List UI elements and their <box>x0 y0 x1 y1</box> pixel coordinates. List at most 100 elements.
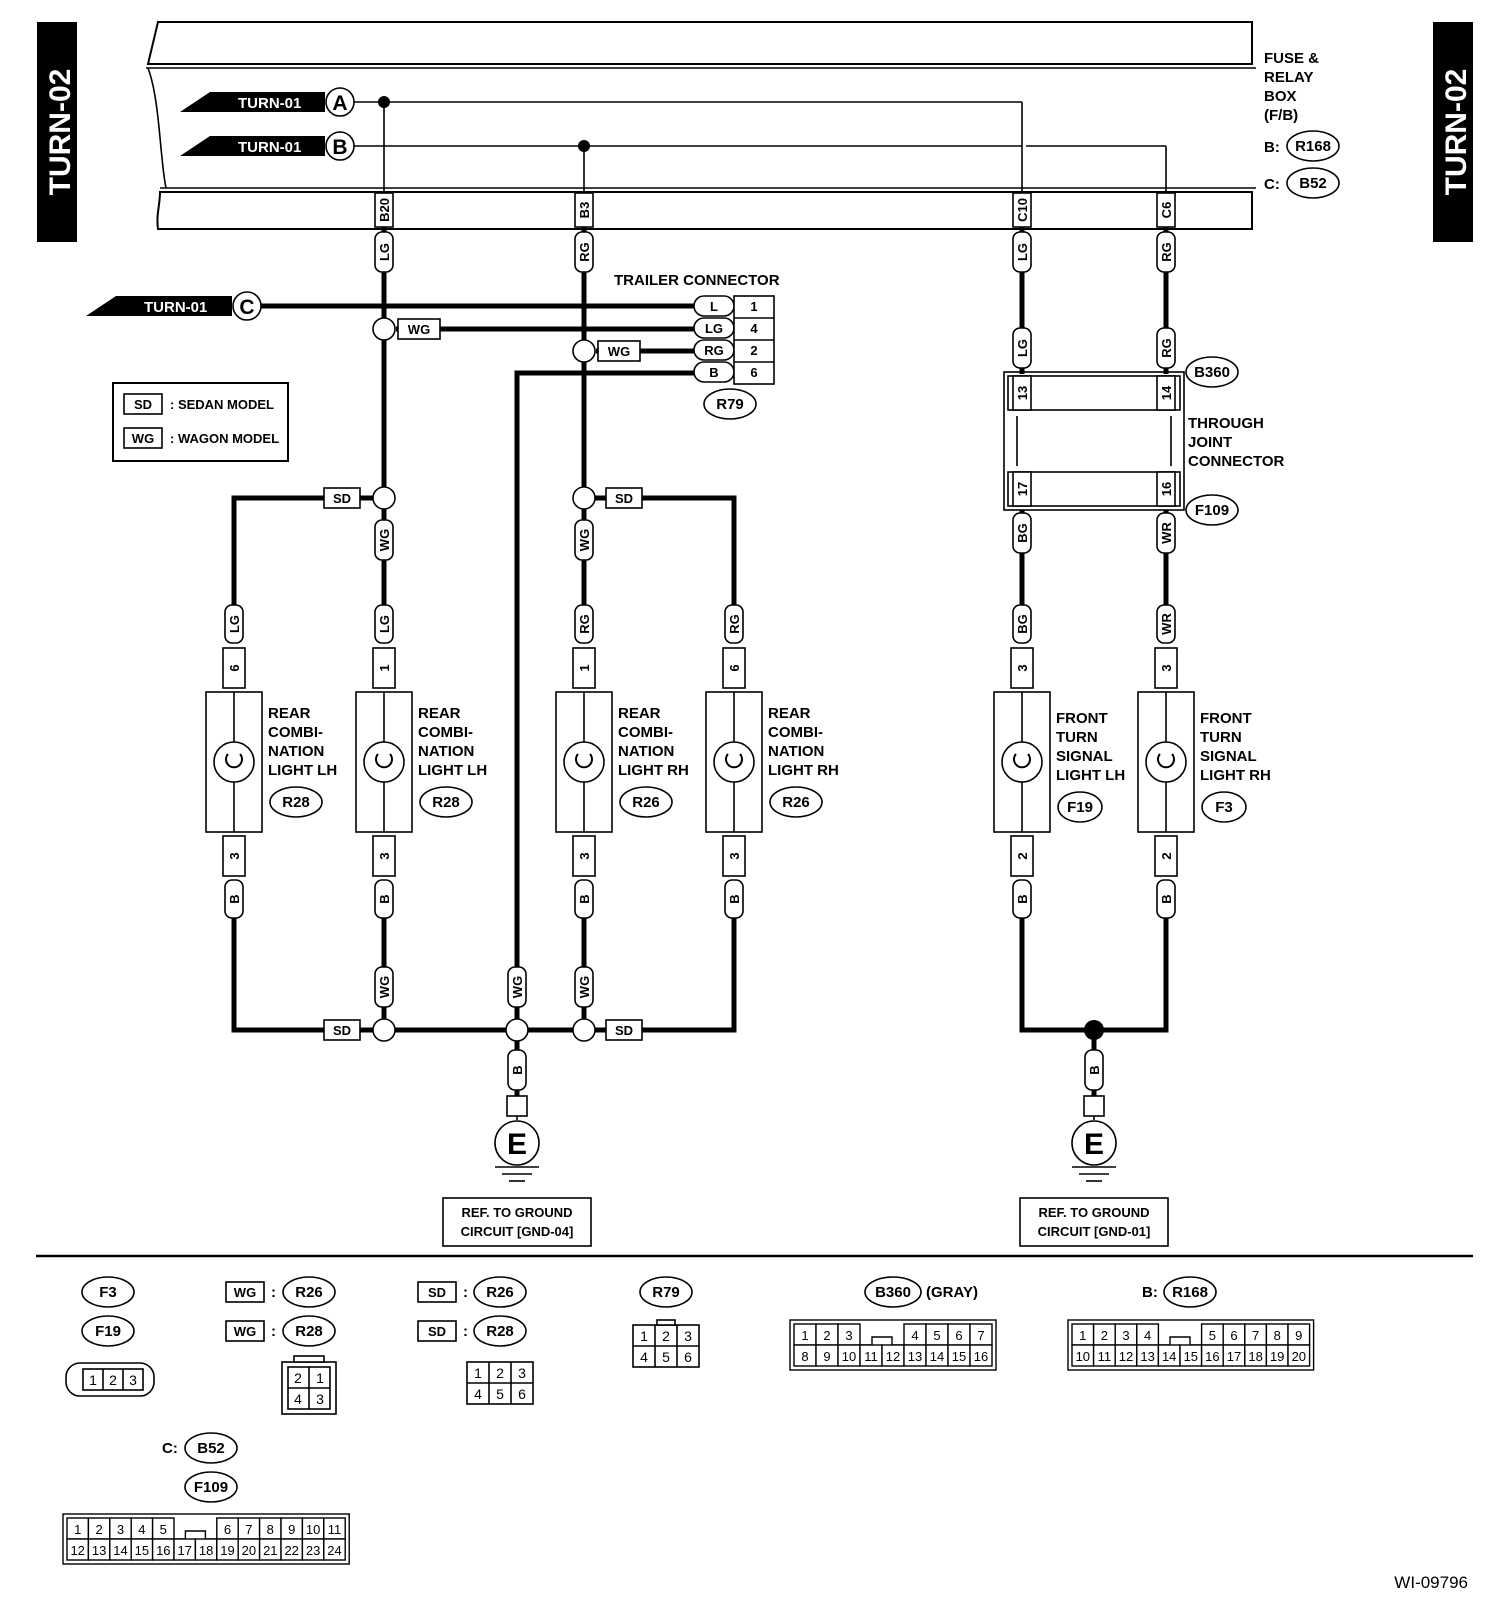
svg-text:1: 1 <box>750 299 757 314</box>
r168-pin: 15 <box>1184 1349 1198 1364</box>
svg-text:NATION: NATION <box>418 743 474 760</box>
connector-view-f3-f19: F3 F19 1 2 3 <box>65 1276 155 1397</box>
svg-text:2: 2 <box>109 1372 117 1388</box>
b52-pin: 3 <box>117 1522 124 1537</box>
fuse-box-label-line2: RELAY <box>1264 69 1313 86</box>
svg-text:3: 3 <box>227 852 242 859</box>
svg-text:REAR: REAR <box>268 705 311 722</box>
b52-pin: 12 <box>70 1543 84 1558</box>
lamp-rear-combination-rh-wagon: RG 1 3 B REAR COMBI- NATION LIGHT RH R26 <box>555 604 689 919</box>
terminal-b20: B20 <box>374 192 394 228</box>
svg-text:1: 1 <box>640 1328 648 1344</box>
svg-text:THROUGH: THROUGH <box>1188 415 1264 432</box>
svg-text:SIGNAL: SIGNAL <box>1056 748 1113 765</box>
svg-text:F109: F109 <box>1195 502 1229 519</box>
svg-text:B: B <box>1159 894 1174 903</box>
svg-text:3: 3 <box>377 852 392 859</box>
svg-text:17: 17 <box>1015 482 1030 496</box>
svg-text:LG: LG <box>705 321 723 336</box>
svg-text:TURN: TURN <box>1056 729 1098 746</box>
svg-text:RG: RG <box>704 343 724 358</box>
connector-view-sd-r26-r28: SD : R26 SD : R28 1 2 3 4 5 6 <box>417 1276 534 1405</box>
svg-text:3: 3 <box>727 852 742 859</box>
svg-text:B: B <box>709 365 718 380</box>
svg-text:: WAGON MODEL: : WAGON MODEL <box>170 431 279 446</box>
svg-text:LG: LG <box>227 615 242 633</box>
svg-text:3: 3 <box>316 1391 324 1407</box>
svg-text:LIGHT LH: LIGHT LH <box>268 762 337 779</box>
svg-text:B52: B52 <box>197 1440 225 1457</box>
svg-text:TURN-01: TURN-01 <box>238 139 301 156</box>
b52-pin: 14 <box>113 1543 127 1558</box>
svg-text:4: 4 <box>474 1386 482 1402</box>
svg-text:F3: F3 <box>99 1284 117 1301</box>
svg-text:B:: B: <box>1142 1284 1158 1301</box>
svg-text:1: 1 <box>377 664 392 671</box>
b52-pin: 9 <box>288 1522 295 1537</box>
svg-text:1: 1 <box>316 1370 324 1386</box>
b360-pin: 5 <box>933 1328 940 1343</box>
ground-gnd-01: E REF. TO GROUND CIRCUIT [GND-01] <box>1019 1095 1169 1247</box>
svg-text:FRONT: FRONT <box>1056 710 1108 727</box>
fuse-relay-box: FUSE & RELAY BOX (F/B) B: R168 C: B52 <box>146 21 1340 230</box>
b52-pin: 19 <box>220 1543 234 1558</box>
svg-text:LG: LG <box>1015 339 1030 357</box>
b52-pin: 6 <box>224 1522 231 1537</box>
r168-pin: 9 <box>1295 1328 1302 1343</box>
model-tags: WG WG SD SD SD SD <box>323 318 643 1041</box>
svg-text:B360: B360 <box>1194 364 1230 381</box>
b360-pin: 1 <box>801 1328 808 1343</box>
b360-pin: 13 <box>908 1349 922 1364</box>
b52-pin: 21 <box>263 1543 277 1558</box>
svg-text:REF. TO GROUND: REF. TO GROUND <box>1039 1205 1150 1220</box>
svg-text:RG: RG <box>1159 338 1174 358</box>
svg-text:B: B <box>727 894 742 903</box>
svg-text:3: 3 <box>1159 664 1174 671</box>
through-joint-connector: 13 14 17 16 B360 THROUGH JOINT CONNECTOR… <box>1003 356 1285 526</box>
svg-text:B: B <box>510 1065 525 1074</box>
svg-text:JOINT: JOINT <box>1188 434 1232 451</box>
r168-pin: 8 <box>1274 1328 1281 1343</box>
b52-pin: 2 <box>95 1522 102 1537</box>
connector-view-r79: R79 1 2 3 4 5 6 <box>632 1276 700 1368</box>
svg-text:CIRCUIT [GND-01]: CIRCUIT [GND-01] <box>1038 1224 1151 1239</box>
b52-pin: 20 <box>242 1543 256 1558</box>
svg-text::: : <box>271 1323 276 1340</box>
b360-pin: 6 <box>955 1328 962 1343</box>
svg-text:LG: LG <box>377 615 392 633</box>
r168-pin: 6 <box>1230 1328 1237 1343</box>
svg-text:2: 2 <box>294 1370 302 1386</box>
trailer-connector-title: TRAILER CONNECTOR <box>614 272 780 289</box>
svg-text:C6: C6 <box>1159 202 1174 219</box>
svg-text:B360: B360 <box>875 1284 911 1301</box>
svg-text::: : <box>271 1284 276 1301</box>
svg-text:5: 5 <box>496 1386 504 1402</box>
svg-text:B20: B20 <box>377 198 392 222</box>
svg-text:LIGHT LH: LIGHT LH <box>418 762 487 779</box>
b360-pin: 15 <box>952 1349 966 1364</box>
svg-text:C: C <box>239 296 254 319</box>
svg-text:C:: C: <box>162 1440 178 1457</box>
svg-text:FRONT: FRONT <box>1200 710 1252 727</box>
svg-text:WR: WR <box>1159 522 1174 544</box>
svg-text:LIGHT RH: LIGHT RH <box>1200 767 1271 784</box>
svg-text:A: A <box>332 92 347 115</box>
svg-text:WG: WG <box>608 344 630 359</box>
trailer-connector-id: R79 <box>716 396 744 413</box>
lamp-rear-combination-lh-sedan: LG 6 3 B REAR COMBI- NATION LIGHT LH R28 <box>205 604 337 919</box>
fuse-box-label-line4: (F/B) <box>1264 107 1298 124</box>
b360-pin: 16 <box>974 1349 988 1364</box>
b52-pin: 23 <box>306 1543 320 1558</box>
svg-text:LIGHT RH: LIGHT RH <box>768 762 839 779</box>
svg-text:SD: SD <box>428 1285 446 1300</box>
svg-text:B: B <box>227 894 242 903</box>
svg-text:RG: RG <box>577 242 592 262</box>
svg-text:WG: WG <box>132 431 154 446</box>
svg-text:LIGHT RH: LIGHT RH <box>618 762 689 779</box>
b360-pin: 14 <box>930 1349 944 1364</box>
svg-text:R168: R168 <box>1172 1284 1208 1301</box>
b360-pin: 7 <box>977 1328 984 1343</box>
